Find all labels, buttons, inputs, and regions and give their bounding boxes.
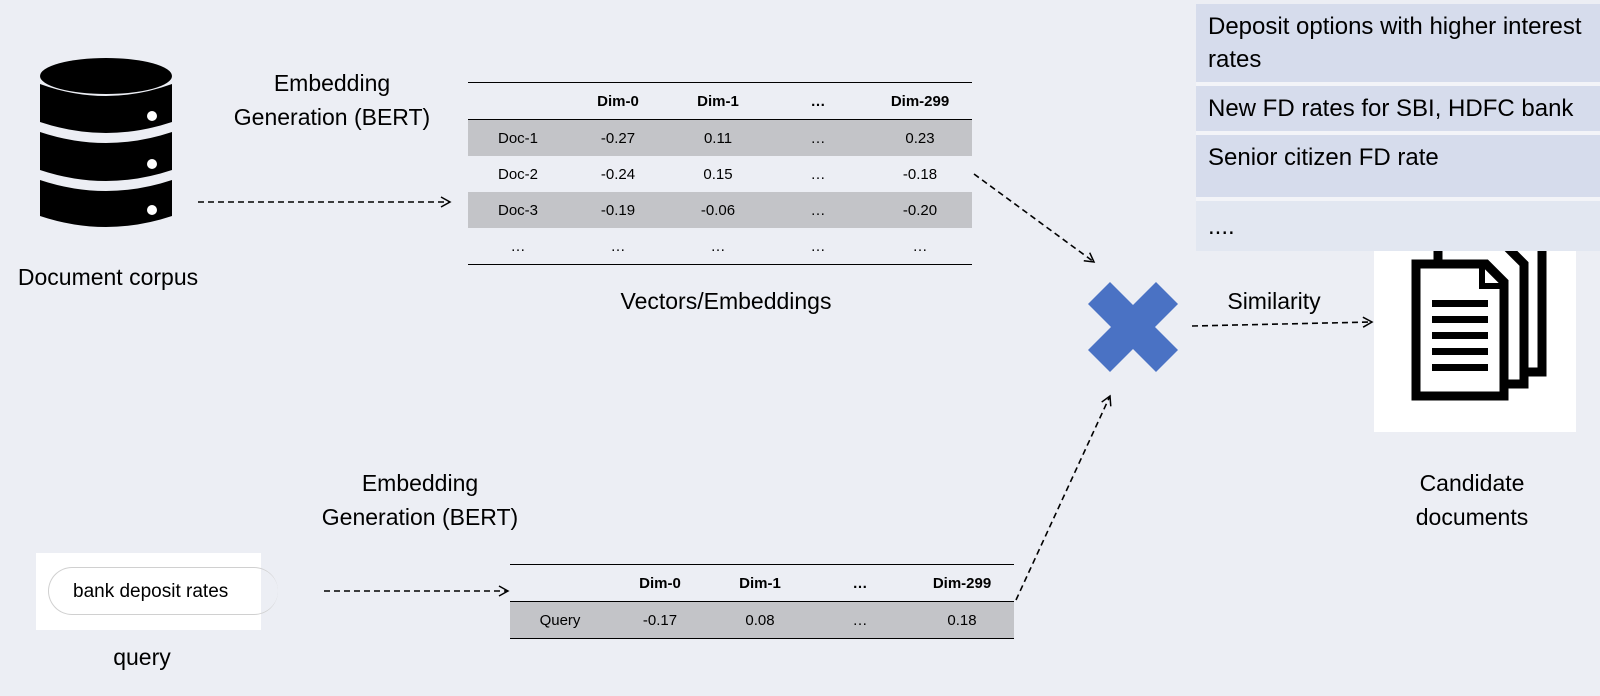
- table-cell: …: [710, 237, 726, 255]
- table-cell: …: [810, 601, 910, 639]
- results-list: Deposit options with higher interest rat…: [1196, 4, 1600, 251]
- table-header-cell: …: [852, 574, 868, 592]
- query-embedding-table: Dim-0 Dim-1 … Dim-299 Query -0.17 0.08 ……: [510, 564, 1014, 639]
- table-cell: Doc-1: [468, 119, 568, 156]
- table-cell: 0.23: [868, 119, 972, 156]
- table-header-cell: Dim-299: [890, 92, 950, 110]
- table-cell: Doc-2: [497, 165, 538, 183]
- table-header-cell: Dim-1: [697, 92, 739, 110]
- table-cell: Doc-3: [468, 192, 568, 228]
- query-vector-to-similarity-arrow: [1015, 394, 1112, 601]
- list-item: ....: [1196, 201, 1600, 251]
- table-cell: …: [912, 237, 928, 255]
- query-input[interactable]: bank deposit rates: [48, 567, 278, 615]
- table-cell: -0.27: [568, 119, 668, 156]
- table-cell: 0.08: [710, 601, 810, 639]
- table-row: Doc-2 -0.24 0.15 … -0.18: [468, 156, 972, 192]
- candidates-label: Candidate documents: [1415, 470, 1529, 530]
- query-label: query: [113, 644, 171, 670]
- table-header-cell: [510, 565, 610, 602]
- doc-table-header: Dim-0 Dim-1 … Dim-299: [468, 82, 972, 120]
- table-header-cell: [468, 83, 568, 120]
- corpus-label: Document corpus: [17, 264, 199, 290]
- query-embedding-generation-label: Embedding Generation (BERT): [321, 470, 519, 530]
- table-cell: …: [810, 237, 826, 255]
- list-item[interactable]: New FD rates for SBI, HDFC bank: [1196, 86, 1600, 131]
- query-table-header: Dim-0 Dim-1 … Dim-299: [510, 564, 1014, 602]
- table-cell: …: [768, 192, 868, 228]
- doc-embeddings-table: Dim-0 Dim-1 … Dim-299 Doc-1 -0.27 0.11 ……: [468, 82, 972, 265]
- table-row: Doc-3 -0.19 -0.06 … -0.20: [468, 192, 972, 228]
- table-cell: …: [610, 237, 626, 255]
- table-cell: -0.18: [902, 165, 938, 183]
- table-cell: …: [810, 165, 826, 183]
- table-row: … … … … …: [468, 228, 972, 265]
- doc-vectors-to-similarity-arrow: [973, 173, 1096, 263]
- table-cell: …: [768, 119, 868, 156]
- table-row: Query -0.17 0.08 … 0.18: [510, 601, 1014, 639]
- table-cell: 0.18: [910, 601, 1014, 639]
- doc-embedding-generation-label: Embedding Generation (BERT): [233, 70, 431, 130]
- table-cell: -0.24: [600, 165, 636, 183]
- table-cell: Query: [510, 601, 610, 639]
- list-item[interactable]: Deposit options with higher interest rat…: [1196, 4, 1600, 82]
- table-cell: 0.15: [703, 165, 733, 183]
- table-cell: -0.19: [568, 192, 668, 228]
- table-header-cell: Dim-0: [597, 92, 639, 110]
- table-cell: -0.06: [668, 192, 768, 228]
- multiply-icon: [1088, 282, 1178, 372]
- table-cell: …: [510, 237, 526, 255]
- similarity-to-candidates-arrow: [1191, 316, 1374, 328]
- table-cell: -0.20: [868, 192, 972, 228]
- table-header-cell: Dim-299: [932, 574, 992, 592]
- table-header-cell: Dim-1: [739, 574, 781, 592]
- vectors-caption: Vectors/Embeddings: [620, 288, 832, 314]
- table-header-cell: …: [810, 92, 826, 110]
- similarity-label: Similarity: [1227, 288, 1321, 314]
- table-header-cell: Dim-0: [639, 574, 681, 592]
- list-item[interactable]: Senior citizen FD rate: [1196, 135, 1600, 197]
- table-cell: -0.17: [610, 601, 710, 639]
- table-row: Doc-1 -0.27 0.11 … 0.23: [468, 119, 972, 156]
- database-icon: [40, 58, 172, 227]
- documents-icon: [1411, 225, 1547, 401]
- multiply-icon-shape: [1088, 282, 1178, 372]
- table-cell: 0.11: [668, 119, 768, 156]
- query-box: bank deposit rates: [36, 553, 278, 630]
